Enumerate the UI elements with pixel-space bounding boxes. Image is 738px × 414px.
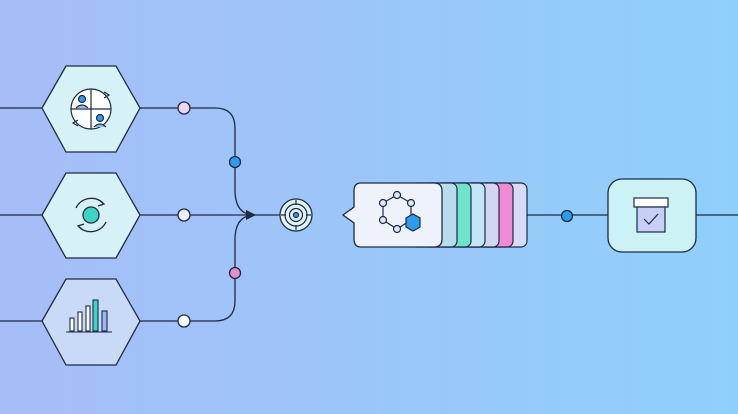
connector-dot-bottom[interactable] <box>177 314 191 328</box>
connection-lines <box>0 107 738 322</box>
molecule-icon <box>378 190 421 234</box>
team-cycle-icon <box>70 88 112 130</box>
output-dot[interactable] <box>560 209 574 223</box>
source-node-2[interactable] <box>41 172 141 259</box>
connector-dot-top[interactable] <box>177 101 191 115</box>
branch-dot-lower[interactable] <box>228 266 242 280</box>
merge-node[interactable] <box>279 198 313 232</box>
source-node-3[interactable] <box>41 278 141 366</box>
connector-dot-middle[interactable] <box>177 208 191 222</box>
branch-line-top <box>140 107 256 216</box>
merge-arrow <box>246 210 256 220</box>
branch-line-bottom <box>140 214 256 322</box>
processing-card-stack[interactable] <box>341 182 528 248</box>
source-node-1[interactable] <box>41 65 141 153</box>
sync-icon <box>75 197 107 233</box>
target-icon <box>281 200 311 230</box>
output-node[interactable] <box>607 178 697 253</box>
processing-card <box>341 182 443 248</box>
bar-chart-icon <box>66 299 112 333</box>
archive-box-icon <box>633 197 669 233</box>
branch-dot-upper[interactable] <box>228 155 242 169</box>
